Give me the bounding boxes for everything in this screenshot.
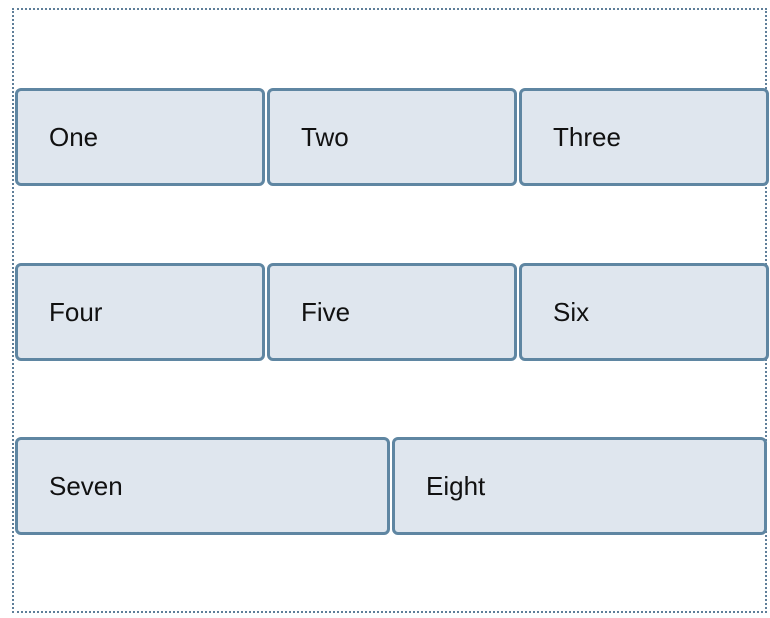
row-1: One Two Three [15, 88, 769, 186]
item-three: Three [519, 88, 769, 186]
row-2: Four Five Six [15, 263, 769, 361]
row-3: Seven Eight [15, 437, 767, 535]
item-five: Five [267, 263, 517, 361]
layout-container: One Two Three Four Five Six Seven Eight [12, 8, 769, 613]
item-six: Six [519, 263, 769, 361]
item-four: Four [15, 263, 265, 361]
item-two: Two [267, 88, 517, 186]
item-seven: Seven [15, 437, 390, 535]
item-one: One [15, 88, 265, 186]
item-eight: Eight [392, 437, 767, 535]
